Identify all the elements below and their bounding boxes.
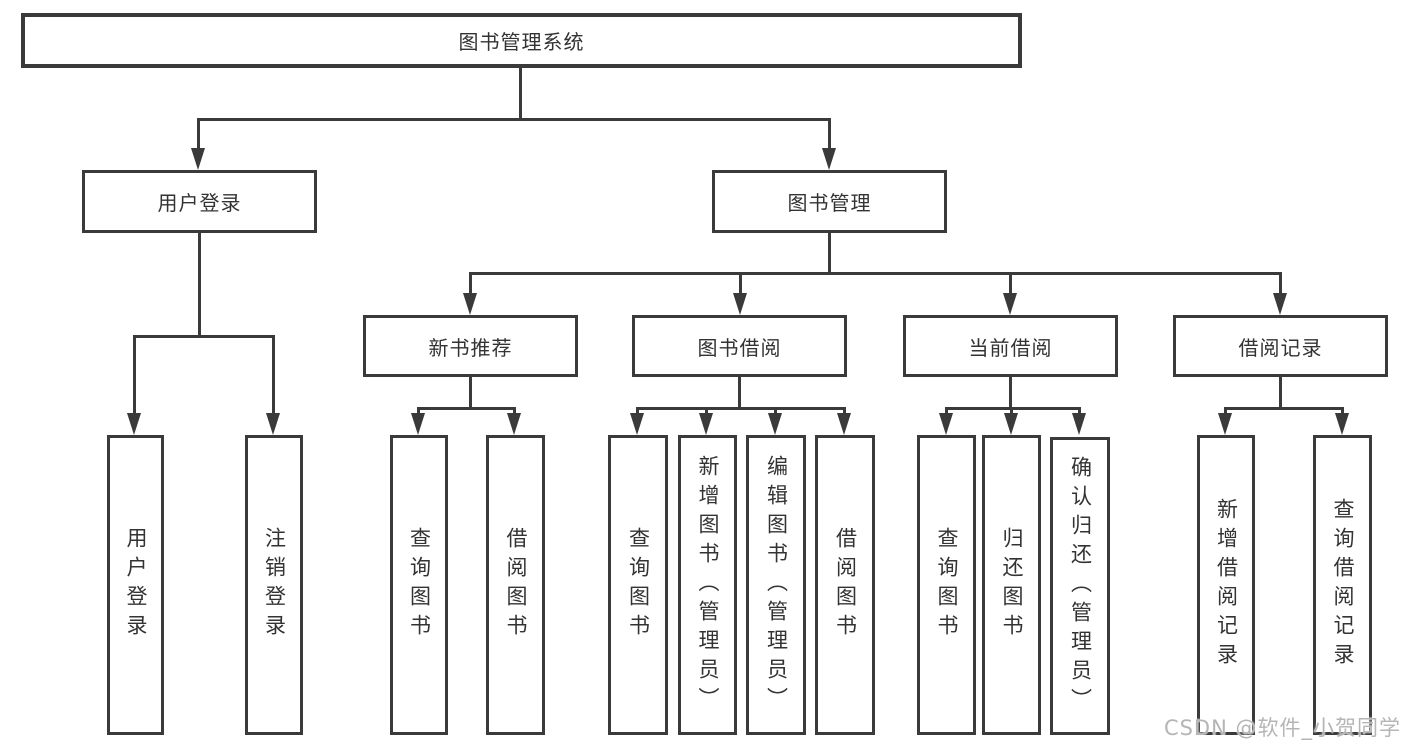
arrow-bb-add-book xyxy=(699,413,713,435)
leaf-newbook-borrow-book: 借阅图书 xyxy=(486,435,545,735)
connector-borrowrecord-bus xyxy=(1224,407,1344,410)
arrow-book-mgmt xyxy=(822,148,836,170)
arrow-nb-query-book xyxy=(411,413,425,435)
arrow-cb-return-book xyxy=(1004,413,1018,435)
connector-drop-cb1 xyxy=(945,407,948,416)
connector-bookborrow-bus xyxy=(636,407,846,410)
connector-drop-bb4 xyxy=(843,407,846,416)
leaf-borrow-borrow-book-label: 借阅图书 xyxy=(833,527,858,643)
arrow-rb-add-record xyxy=(1218,413,1232,435)
leaf-borrow-borrow-book: 借阅图书 xyxy=(815,435,875,735)
leaf-return-book-label: 归还图书 xyxy=(1000,527,1024,643)
arrow-login xyxy=(127,413,141,435)
leaf-add-book-admin: 新增图书（管理员） xyxy=(678,435,737,735)
leaf-user-login-label: 用户登录 xyxy=(124,527,148,643)
node-new-book-recommend-label: 新书推荐 xyxy=(428,335,513,360)
leaf-current-query-book-label: 查询图书 xyxy=(935,527,959,643)
connector-bookmgmt-bus xyxy=(469,272,1281,275)
node-book-mgmt-label: 图书管理 xyxy=(787,191,872,215)
arrow-bb-borrow-book xyxy=(837,413,851,435)
leaf-edit-book-admin-label: 编辑图书（管理员） xyxy=(764,454,789,716)
leaf-logout: 注销登录 xyxy=(245,435,303,735)
connector-drop-logout xyxy=(272,335,275,417)
node-root-system: 图书管理系统 xyxy=(21,13,1022,68)
connector-drop-newbook xyxy=(469,272,472,295)
leaf-add-borrow-record: 新增借阅记录 xyxy=(1197,435,1255,735)
connector-drop-currentborrow xyxy=(1009,272,1012,295)
leaf-newbook-query-book-label: 查询图书 xyxy=(407,527,432,643)
leaf-return-book: 归还图书 xyxy=(982,435,1041,735)
connector-drop-borrowrecord xyxy=(1279,272,1282,295)
connector-bookmgmt-stem xyxy=(828,233,831,272)
connector-drop-bb3 xyxy=(774,407,777,416)
arrow-newbook xyxy=(463,293,477,315)
leaf-newbook-borrow-book-label: 借阅图书 xyxy=(504,527,528,643)
leaf-query-borrow-record-label: 查询借阅记录 xyxy=(1331,498,1355,672)
leaf-newbook-query-book: 查询图书 xyxy=(390,435,448,735)
arrow-cb-confirm-return xyxy=(1072,413,1086,435)
leaf-confirm-return-admin: 确认归还（管理员） xyxy=(1050,437,1110,735)
node-user-login: 用户登录 xyxy=(82,170,317,233)
connector-drop-nb1 xyxy=(417,407,420,416)
connector-drop-bb1 xyxy=(636,407,639,416)
leaf-borrow-query-book: 查询图书 xyxy=(608,435,668,735)
leaf-edit-book-admin: 编辑图书（管理员） xyxy=(746,435,806,735)
connector-drop-cb2 xyxy=(1010,407,1013,416)
connector-drop-login xyxy=(133,335,136,417)
arrow-logout xyxy=(266,413,280,435)
node-book-mgmt: 图书管理 xyxy=(712,170,947,233)
connector-currentborrow-bus xyxy=(945,407,1081,410)
node-borrow-record-label: 借阅记录 xyxy=(1238,335,1323,360)
node-new-book-recommend: 新书推荐 xyxy=(363,315,578,377)
connector-drop-cb3 xyxy=(1078,407,1081,416)
node-current-borrow-label: 当前借阅 xyxy=(968,335,1053,360)
leaf-confirm-return-admin-label: 确认归还（管理员） xyxy=(1068,455,1093,717)
leaf-logout-label: 注销登录 xyxy=(262,527,287,643)
leaf-current-query-book: 查询图书 xyxy=(917,435,976,735)
leaf-borrow-query-book-label: 查询图书 xyxy=(626,527,651,643)
node-current-borrow: 当前借阅 xyxy=(903,315,1118,377)
arrow-user-login xyxy=(191,148,205,170)
node-book-borrow-label: 图书借阅 xyxy=(697,335,782,360)
connector-drop-bookborrow xyxy=(739,272,742,295)
node-root-system-label: 图书管理系统 xyxy=(458,30,585,54)
connector-userlogin-bus xyxy=(133,335,275,338)
arrow-currentborrow xyxy=(1003,293,1017,315)
connector-root-bus xyxy=(197,118,831,121)
leaf-add-borrow-record-label: 新增借阅记录 xyxy=(1214,498,1239,672)
arrow-bb-edit-book xyxy=(768,413,782,435)
connector-drop-rb1 xyxy=(1224,407,1227,416)
arrow-rb-query-record xyxy=(1335,413,1349,435)
connector-bookborrow-stem xyxy=(738,377,741,407)
leaf-add-book-admin-label: 新增图书（管理员） xyxy=(696,454,720,716)
arrow-bb-query-book xyxy=(630,413,644,435)
connector-newbook-stem xyxy=(469,377,472,407)
connector-drop-bb2 xyxy=(705,407,708,416)
connector-drop-user-login xyxy=(197,118,200,150)
arrow-bookborrow xyxy=(733,293,747,315)
node-borrow-record: 借阅记录 xyxy=(1173,315,1388,377)
leaf-user-login: 用户登录 xyxy=(107,435,164,735)
connector-newbook-bus xyxy=(417,407,516,410)
connector-currentborrow-stem xyxy=(1009,377,1012,407)
node-book-borrow: 图书借阅 xyxy=(632,315,847,377)
connector-borrowrecord-stem xyxy=(1279,377,1282,407)
connector-drop-nb2 xyxy=(513,407,516,416)
arrow-cb-query-book xyxy=(939,413,953,435)
node-user-login-label: 用户登录 xyxy=(157,191,242,215)
connector-drop-book-mgmt xyxy=(828,118,831,150)
arrow-nb-borrow-book xyxy=(507,413,521,435)
connector-userlogin-stem xyxy=(198,233,201,335)
leaf-query-borrow-record: 查询借阅记录 xyxy=(1313,435,1372,735)
connector-root-stem xyxy=(519,68,522,118)
connector-drop-rb2 xyxy=(1341,407,1344,416)
arrow-borrowrecord xyxy=(1273,293,1287,315)
watermark: CSDN @软件_小贺同学 xyxy=(1163,716,1401,740)
